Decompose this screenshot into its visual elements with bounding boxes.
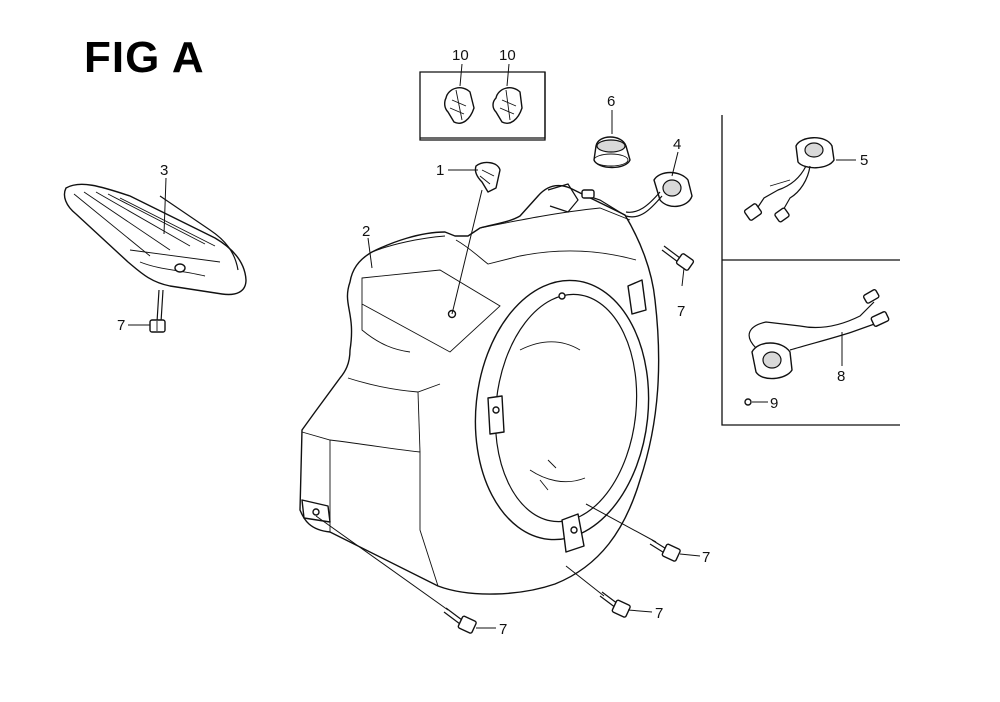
bolt-7-bottom-left — [443, 607, 477, 634]
callout-2: 2 — [362, 223, 370, 240]
bolt-7-right-lower — [649, 539, 681, 562]
switch-part-5 — [743, 137, 835, 223]
figure-title: FIG A — [84, 33, 205, 82]
callout-7-bottom-left: 7 — [499, 621, 507, 638]
callout-4: 4 — [673, 136, 681, 153]
shroud-cover-part-3 — [63, 183, 247, 296]
callout-7-bottom-center: 7 — [655, 605, 663, 622]
leader-lines — [128, 63, 856, 629]
bolt-7-right-upper — [661, 245, 695, 271]
callout-7-right-lower: 7 — [702, 549, 710, 566]
clip-part-10-left — [443, 87, 475, 124]
callout-7-left: 7 — [117, 317, 125, 334]
callout-3: 3 — [160, 162, 168, 179]
switch-part-4 — [581, 171, 693, 218]
screw-part-9 — [744, 398, 752, 406]
bolt-7-left — [149, 289, 166, 333]
clip-part-10-right — [492, 87, 523, 124]
clip-part-1 — [474, 161, 501, 193]
fan-cover-part-2 — [299, 183, 660, 595]
callout-9: 9 — [770, 395, 778, 412]
callout-1: 1 — [436, 162, 444, 179]
grommet-part-6 — [593, 136, 631, 169]
callout-5: 5 — [860, 152, 868, 169]
switch-part-8 — [748, 289, 890, 380]
callout-10-left: 10 — [452, 47, 469, 64]
inset-frame-switches — [721, 115, 900, 426]
bolt-7-bottom-center — [599, 591, 631, 618]
callout-6: 6 — [607, 93, 615, 110]
callout-8: 8 — [837, 368, 845, 385]
callout-7-right-upper: 7 — [677, 303, 685, 320]
inset-frame-clips — [420, 72, 546, 139]
callout-10-right: 10 — [499, 47, 516, 64]
